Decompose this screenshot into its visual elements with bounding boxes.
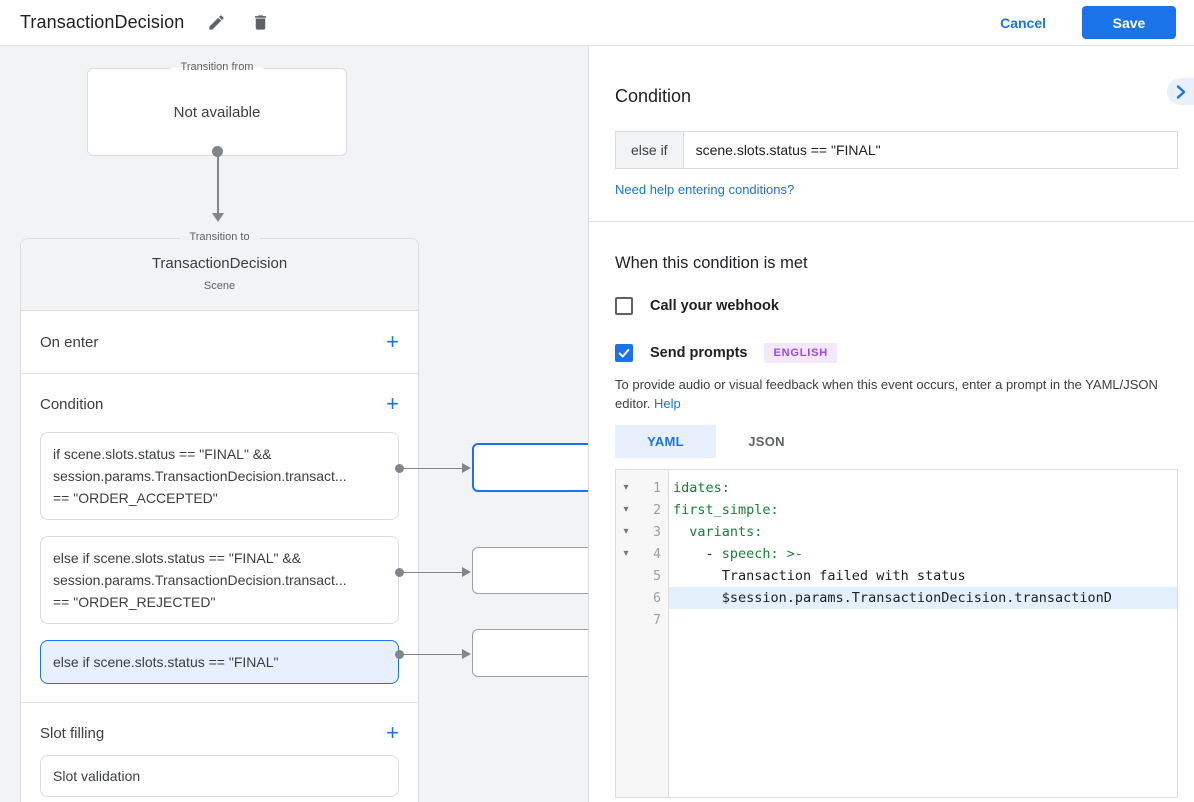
edit-title-button[interactable] [204,11,228,35]
fold-icon[interactable]: ▾ [623,482,629,493]
condition-text-line: else if scene.slots.status == "FINAL" && [53,550,302,566]
webhook-row: Call your webhook [615,297,1178,315]
editor-gutter: ▾ 1 ▾ 2 ▾ 3 ▾ 4 5 6 7 [616,470,669,797]
condition-text-line: == "ORDER_REJECTED" [53,594,216,610]
line-number: 7 [653,612,661,628]
slot-filling-label: Slot filling [40,724,105,742]
condition-3-arrowhead-icon [462,649,471,659]
helper-text: To provide audio or visual feedback when… [615,377,1158,411]
transition-from-legend: Transition from [170,61,264,73]
prompt-helper-text: To provide audio or visual feedback when… [615,375,1178,413]
tab-yaml[interactable]: YAML [615,425,716,458]
connector-dot [212,146,223,157]
add-condition-button[interactable]: + [386,391,399,416]
condition-help-link[interactable]: Need help entering conditions? [615,182,795,197]
condition-3-arrow-line [404,653,463,655]
delete-scene-button[interactable] [248,11,272,35]
code-line-highlighted: $session.params.TransactionDecision.tran… [669,587,1177,609]
condition-text-line: session.params.TransactionDecision.trans… [53,468,347,484]
condition-2-arrowhead-icon [462,567,471,577]
code-line: variants: [689,524,763,540]
line-number: 6 [653,590,661,606]
condition-expression-group: else if [615,131,1178,169]
condition-2-port-dot [395,568,404,577]
condition-section: Condition + if scene.slots.status == "FI… [21,374,418,684]
transition-target-2[interactable] [472,547,588,594]
editor-code-area[interactable]: idates: first_simple: variants: - speech… [669,470,1177,797]
transition-to-card: Transition to TransactionDecision Scene … [20,231,419,802]
send-prompts-checkbox[interactable] [615,344,633,362]
cancel-button[interactable]: Cancel [1000,14,1046,31]
condition-item-2[interactable]: else if scene.slots.status == "FINAL" &&… [40,536,399,624]
language-badge: ENGLISH [764,343,837,363]
line-number: 4 [653,546,661,562]
connector-line [217,154,219,214]
scene-header: TransactionDecision Scene [21,239,418,311]
line-number: 5 [653,568,661,584]
panel-title: Condition [615,86,692,106]
app-bar: TransactionDecision Cancel Save [0,0,1194,46]
slot-filling-section: Slot filling + Slot validation [21,702,418,797]
scene-subtitle: Scene [203,280,236,292]
scene-title: TransactionDecision [151,255,288,272]
panel-divider [589,221,1194,222]
help-link[interactable]: Help [654,396,681,411]
checkmark-icon [617,346,631,360]
on-enter-section: On enter + [21,311,418,374]
condition-text-line: == "ORDER_ACCEPTED" [53,490,218,506]
condition-text-line: if scene.slots.status == "FINAL" && [53,446,272,462]
condition-text-line: session.params.TransactionDecision.trans… [53,572,347,588]
code-line [669,609,1177,631]
add-on-enter-button[interactable]: + [386,329,399,354]
pencil-icon [207,13,226,32]
send-prompts-row: Send prompts ENGLISH [615,343,1178,363]
save-button[interactable]: Save [1082,6,1176,39]
call-webhook-label: Call your webhook [650,298,779,314]
yaml-editor[interactable]: ▾ 1 ▾ 2 ▾ 3 ▾ 4 5 6 7 idates: first_simple: … [615,469,1178,798]
code-line: - speech: >- [673,546,804,562]
page-title: TransactionDecision [20,12,185,32]
condition-3-port-dot [395,650,404,659]
fold-icon[interactable]: ▾ [623,504,629,515]
line-number: 1 [653,480,661,496]
condition-section-label: Condition [40,395,104,413]
editor-tabs: YAML JSON [615,425,1178,458]
flow-canvas: Transition from Not available Transition… [0,46,588,802]
condition-text-line: else if scene.slots.status == "FINAL" [53,654,279,670]
collapse-panel-button[interactable] [1167,78,1194,105]
transition-from-box: Transition from Not available [87,61,347,156]
transition-from-content: Not available [173,103,261,121]
condition-prefix-label: else if [615,131,683,169]
slot-validation-item[interactable]: Slot validation [40,755,399,797]
add-slot-button[interactable]: + [386,720,399,745]
condition-1-arrowhead-icon [462,463,471,473]
code-line: idates: [673,480,730,496]
transition-target-3[interactable] [472,629,588,677]
transition-to-legend: Transition to [179,231,260,243]
when-condition-met-title: When this condition is met [615,254,808,272]
condition-1-arrow-line [404,467,463,469]
send-prompts-label: Send prompts [650,345,748,361]
chevron-right-icon [1170,81,1192,103]
connector-arrowhead-icon [212,213,224,222]
condition-item-3-selected[interactable]: else if scene.slots.status == "FINAL" [40,640,399,684]
code-line: Transaction failed with status [673,568,966,584]
condition-2-arrow-line [404,571,463,573]
condition-1-port-dot [395,464,404,473]
call-webhook-checkbox[interactable] [615,297,633,315]
condition-expression-input[interactable] [682,131,1178,169]
fold-icon[interactable]: ▾ [623,548,629,559]
code-line: first_simple: [673,502,779,518]
tab-json[interactable]: JSON [748,434,785,449]
condition-detail-panel: Condition else if Need help entering con… [588,46,1194,802]
fold-icon[interactable]: ▾ [623,526,629,537]
on-enter-label: On enter [40,333,99,351]
condition-item-1[interactable]: if scene.slots.status == "FINAL" && sess… [40,432,399,520]
trash-icon [251,13,270,32]
line-number: 2 [653,502,661,518]
transition-target-1[interactable] [472,443,588,492]
line-number: 3 [653,524,661,540]
